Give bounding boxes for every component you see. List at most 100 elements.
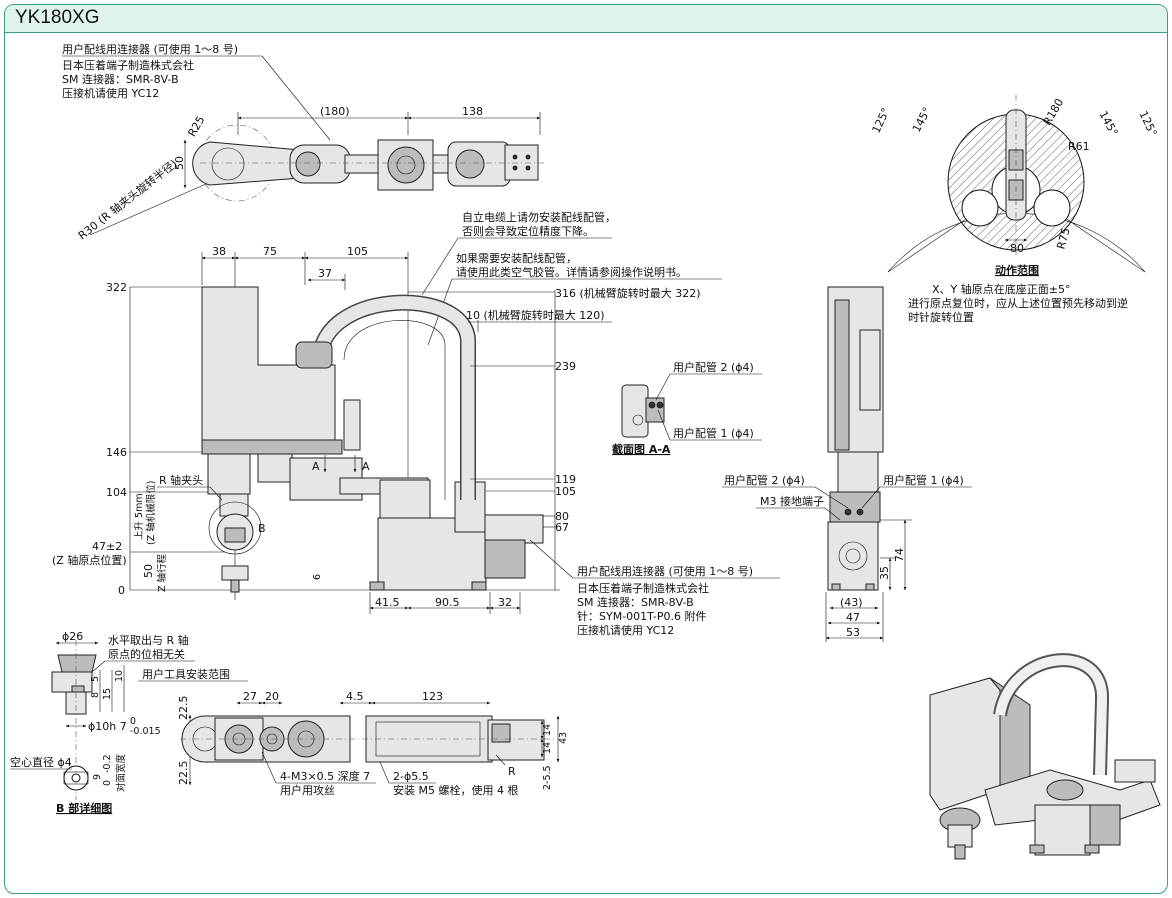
detail-d15: 15: [102, 688, 113, 700]
detail-note-1: 水平取出与 R 轴: [108, 633, 189, 647]
section-pipe-2: 用户配管 2 (ϕ4): [673, 360, 754, 374]
side-note-line-2: 日本压着端子制造株式会社: [577, 581, 709, 595]
bottom-dim-20: 20: [265, 690, 279, 703]
height-322: 322: [106, 281, 127, 294]
range-caption: 动作范围: [995, 263, 1039, 277]
bottom-dim-2-5-5: 2-5.5: [542, 765, 553, 790]
detail-d8: 8: [90, 692, 101, 698]
angle-125-right: 125°: [1137, 109, 1160, 139]
hollow-diameter: 空心直径 ϕ4: [10, 755, 72, 769]
z-origin-label: (Z 轴原点位置): [52, 553, 127, 567]
side-connector-note: 用户配线用连接器 (可使用 1～8 号) 日本压着端子制造株式会社 SM 连接器…: [529, 539, 780, 637]
flats-tol-up: 0: [102, 780, 113, 786]
height-10: 10 (机械臂旋转时最大 120): [466, 308, 605, 322]
front-pipe-1: 用户配管 1 (ϕ4): [883, 473, 964, 487]
cable-note-1-line-2: 否则会导致定位精度下降。: [462, 224, 594, 238]
top-note-line-3: SM 连接器：SMR-8V-B: [62, 73, 179, 86]
flats-9: 9: [92, 774, 103, 780]
range-note-2: 进行原点复位时，应从上述位置预先移动到逆: [908, 296, 1128, 310]
shaft-tol-up: 0: [130, 716, 136, 727]
height-0: 0: [118, 584, 125, 597]
isometric-view: [929, 653, 1161, 860]
motion-range-view: 80 125° 145° 145° 125° R180 R61 R75 动作范围…: [870, 95, 1160, 324]
bottom-dim-14-top: 14: [542, 724, 553, 736]
bottom-dim-27: 27: [243, 690, 257, 703]
height-104: 104: [106, 486, 127, 499]
front-pipe-2: 用户配管 2 (ϕ4): [724, 473, 805, 487]
section-pipe-1: 用户配管 1 (ϕ4): [673, 426, 754, 440]
section-aa-view: 用户配管 2 (ϕ4) 用户配管 1 (ϕ4) 截面图 A-A: [612, 360, 762, 456]
side-note-line-4: 针：SYM-001T-P0.6 附件: [577, 609, 706, 623]
detail-d10: 10: [114, 670, 125, 682]
r-clamp-label: R 轴夹头: [159, 473, 203, 487]
side-note-line-1: 用户配线用连接器 (可使用 1～8 号): [577, 564, 753, 578]
height-119: 119: [555, 473, 576, 486]
model-title: YK180XG: [15, 7, 100, 28]
detail-d5: 5: [90, 676, 101, 682]
dim-r30: R30 (R 轴夹头旋转半径): [75, 156, 180, 242]
bottom-dim-123: 123: [422, 690, 443, 703]
detail-b-marker: B: [258, 522, 266, 535]
cable-notes: 自立电缆上请勿安装配线配管， 否则会导致定位精度下降。 如果需要安装配线配管， …: [421, 210, 722, 346]
height-67: 67: [555, 521, 569, 534]
range-note-3: 时针旋转位置: [908, 310, 974, 324]
height-239: 239: [555, 360, 576, 373]
height-105: 105: [555, 485, 576, 498]
range-80: 80: [1010, 242, 1024, 255]
shaft-diameter: ϕ10h 7: [88, 720, 127, 733]
bottom-dim-14-bottom: 14: [542, 742, 553, 754]
stroke-up-label: 上升 5mm: [134, 493, 145, 540]
height-50: 50: [142, 564, 155, 578]
front-dim-47: 47: [846, 611, 860, 624]
bottom-r-label: R: [508, 765, 516, 778]
angle-145-left: 145°: [910, 105, 934, 135]
angle-125-left: 125°: [870, 106, 893, 136]
tap-note-2: 用户用攻丝: [280, 783, 335, 797]
side-note-line-3: SM 连接器：SMR-8V-B: [577, 596, 694, 609]
z-stroke-label: Z 轴行程: [156, 553, 168, 592]
top-note-line-2: 日本压着端子制造株式会社: [62, 58, 194, 72]
cable-note-2-line-1: 如果需要安装配线配管，: [456, 251, 577, 265]
dim-50: 50: [173, 156, 186, 170]
detail-d26: ϕ26: [62, 630, 83, 643]
section-a-label-left: A: [312, 460, 320, 473]
tap-note-1: 4-M3×0.5 深度 7: [280, 769, 370, 783]
bottom-dim-4-5: 4.5: [346, 690, 364, 703]
dim-75: 75: [263, 245, 277, 258]
bottom-view: 27 20 4.5 123 22.5 22.5 14 14 43 2-5.5 R…: [177, 690, 569, 797]
flats-label: 对面宽度: [115, 753, 127, 792]
section-a-label-right: A: [362, 460, 370, 473]
top-note-line-1: 用户配线用连接器 (可使用 1～8 号): [62, 42, 238, 56]
side-note-line-5: 压接机请使用 YC12: [577, 623, 674, 637]
bottom-dim-43: 43: [558, 732, 569, 744]
height-80: 80: [555, 510, 569, 523]
front-dim-35: 35: [878, 566, 891, 580]
height-316: 316 (机械臂旋转时最大 322): [555, 286, 701, 300]
dim-105: 105: [347, 245, 368, 258]
section-aa-caption: 截面图 A-A: [612, 442, 671, 456]
detail-b-caption: B 部详细图: [56, 801, 112, 815]
top-note-line-4: 压接机请使用 YC12: [62, 86, 159, 100]
bottom-dim-22-5-bottom: 22.5: [177, 761, 190, 786]
radius-75: R75: [1055, 226, 1073, 250]
detail-b-view: ϕ26 水平取出与 R 轴 原点的位相无关 用户工具安装范围 5 8 15 10…: [10, 630, 248, 815]
cable-note-1-line-1: 自立电缆上请勿安装配线配管，: [462, 210, 616, 224]
front-dim-43: (43): [840, 596, 863, 609]
top-connector-note: 用户配线用连接器 (可使用 1～8 号) 日本压着端子制造株式会社 SM 连接器…: [62, 42, 331, 141]
dim-32: 32: [498, 596, 512, 609]
side-view: 自立电缆上请勿安装配线配管， 否则会导致定位精度下降。 如果需要安装配线配管， …: [52, 210, 780, 637]
detail-note-2: 原点的位相无关: [108, 647, 185, 661]
dim-6: 6: [312, 574, 323, 580]
height-146: 146: [106, 446, 127, 459]
title-bar: YK180XG: [5, 5, 1167, 33]
cable-note-2-line-2: 请使用此类空气胶管。详情请参阅操作说明书。: [456, 265, 687, 279]
stroke-up-sub: (Z 轴机械限位): [145, 481, 157, 545]
front-view: 用户配管 2 (ϕ4) 用户配管 1 (ϕ4) M3 接地端子 35 74 (4…: [722, 286, 972, 642]
radius-180: R180: [1041, 96, 1067, 127]
dim-138: 138: [462, 105, 483, 118]
dim-41-5: 41.5: [375, 596, 400, 609]
dim-r25: R25: [185, 114, 207, 139]
flats-tol-dn: -0.2: [102, 754, 113, 773]
angle-145-right: 145°: [1096, 109, 1120, 139]
